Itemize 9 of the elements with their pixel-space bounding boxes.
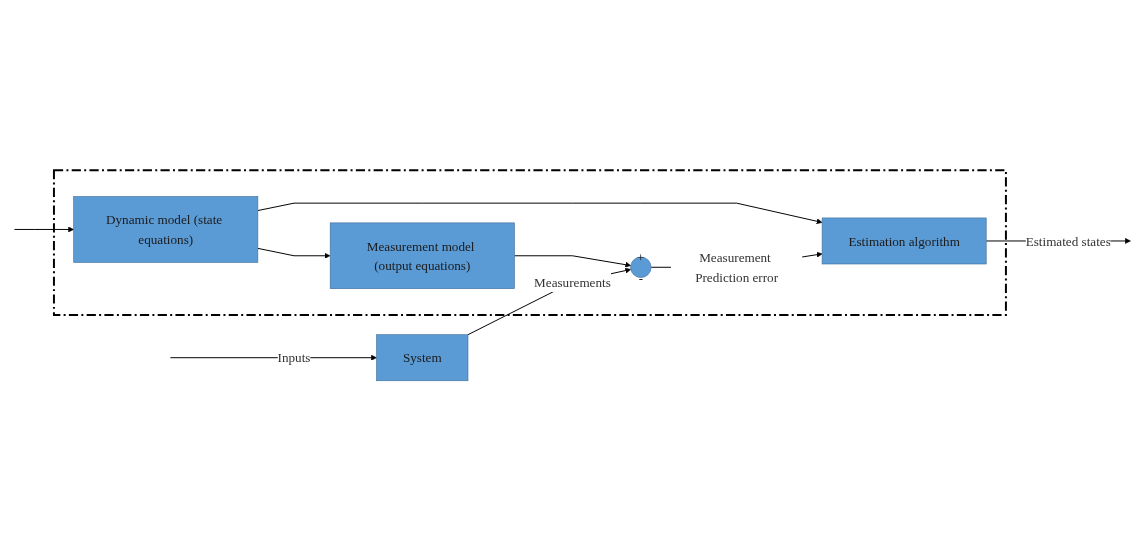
edge-label: Estimated states xyxy=(1025,233,1111,248)
node-box: Dynamic model (state equations) xyxy=(73,195,259,263)
cluster xyxy=(52,168,1007,316)
edge-label: Inputs xyxy=(277,349,311,365)
node-box: Measurement model (output equations) xyxy=(329,222,515,289)
edge-label: Measurements xyxy=(534,274,611,289)
node-box: System xyxy=(376,333,469,381)
edge-label: Measurement Prediction error xyxy=(695,249,779,284)
node-box: Estimation algorithm xyxy=(821,217,987,264)
